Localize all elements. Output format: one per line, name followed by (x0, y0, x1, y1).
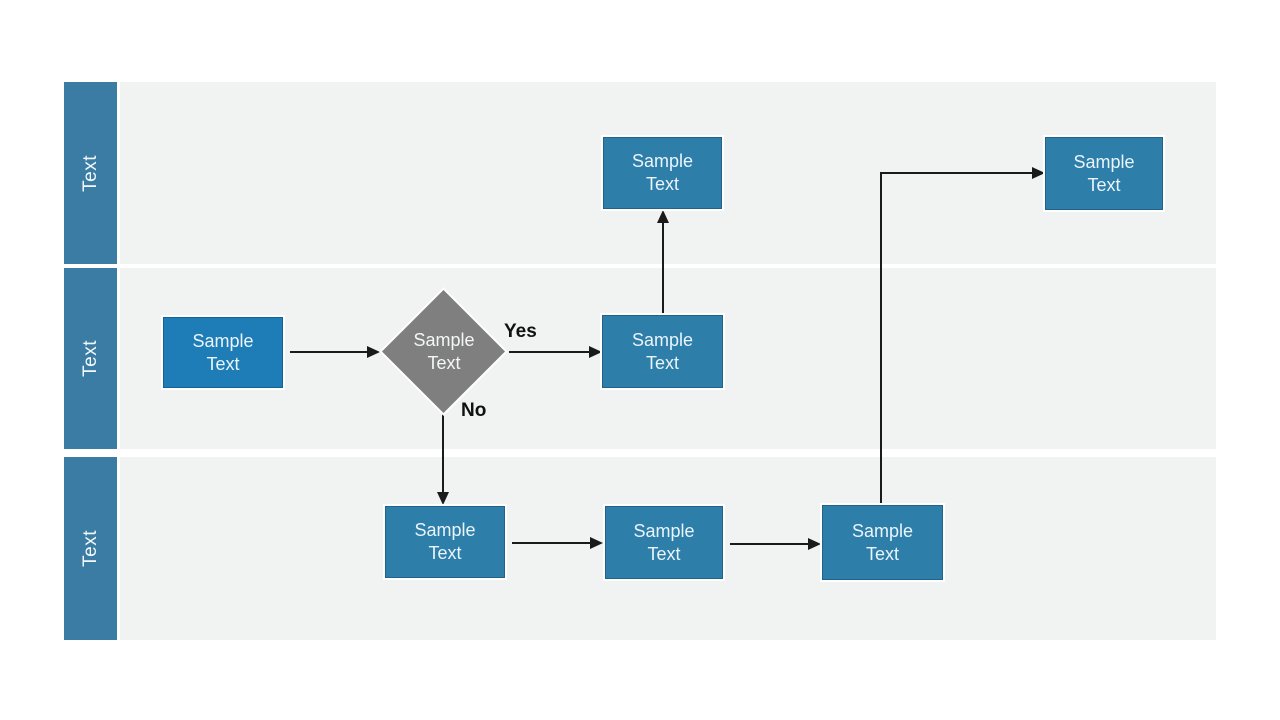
arrow-start-to-decision (290, 351, 368, 353)
node-step2-label: Sample Text (633, 520, 695, 564)
node-yes-box: Sample Text (602, 315, 723, 388)
node-step2: Sample Text (605, 506, 723, 579)
node-step1-label: Sample Text (414, 520, 476, 563)
arrow-step2-to-step3 (730, 543, 809, 545)
arrow-decision-to-step1 (442, 412, 444, 494)
arrow-step3-to-right-box-vertical (880, 172, 882, 505)
arrow-step1-to-step2 (512, 542, 591, 544)
no-branch-label: No (461, 400, 487, 421)
yes-branch-label: Yes (504, 321, 537, 342)
node-start: Sample Text (163, 317, 283, 388)
arrow-yes-box-to-top-box (662, 222, 664, 315)
arrowhead-decision-to-step1-icon (437, 492, 449, 505)
lane-2-header: Text (64, 268, 117, 449)
arrowhead-step1-to-step2-icon (590, 537, 603, 549)
node-top-box: Sample Text (603, 137, 722, 209)
lane-1-header: Text (64, 82, 117, 264)
arrowhead-step3-to-right-box-icon (1032, 167, 1045, 179)
arrowhead-start-to-decision-icon (367, 346, 380, 358)
node-step3-label: Sample Text (851, 520, 914, 564)
lane-2-label: Text (79, 340, 101, 377)
lane-1-label: Text (79, 154, 101, 192)
arrow-decision-to-yes-box (509, 351, 590, 353)
lane-3-header: Text (64, 457, 117, 640)
arrow-step3-to-right-box-horizontal (880, 172, 1033, 174)
node-top-box-label: Sample Text (631, 151, 694, 194)
node-decision-label: Sample Text (413, 330, 475, 373)
node-step3: Sample Text (822, 505, 943, 580)
node-decision: Sample Text (381, 289, 506, 414)
arrowhead-decision-to-yes-box-icon (589, 346, 602, 358)
node-start-label: Sample Text (192, 330, 254, 374)
node-step1: Sample Text (385, 506, 505, 578)
node-yes-box-label: Sample Text (631, 329, 694, 373)
node-right-box-label: Sample Text (1073, 151, 1135, 195)
lane-3-label: Text (79, 530, 101, 567)
node-right-box: Sample Text (1045, 137, 1163, 210)
arrowhead-yes-box-to-top-box-icon (657, 210, 669, 223)
arrowhead-step2-to-step3-icon (808, 538, 821, 550)
